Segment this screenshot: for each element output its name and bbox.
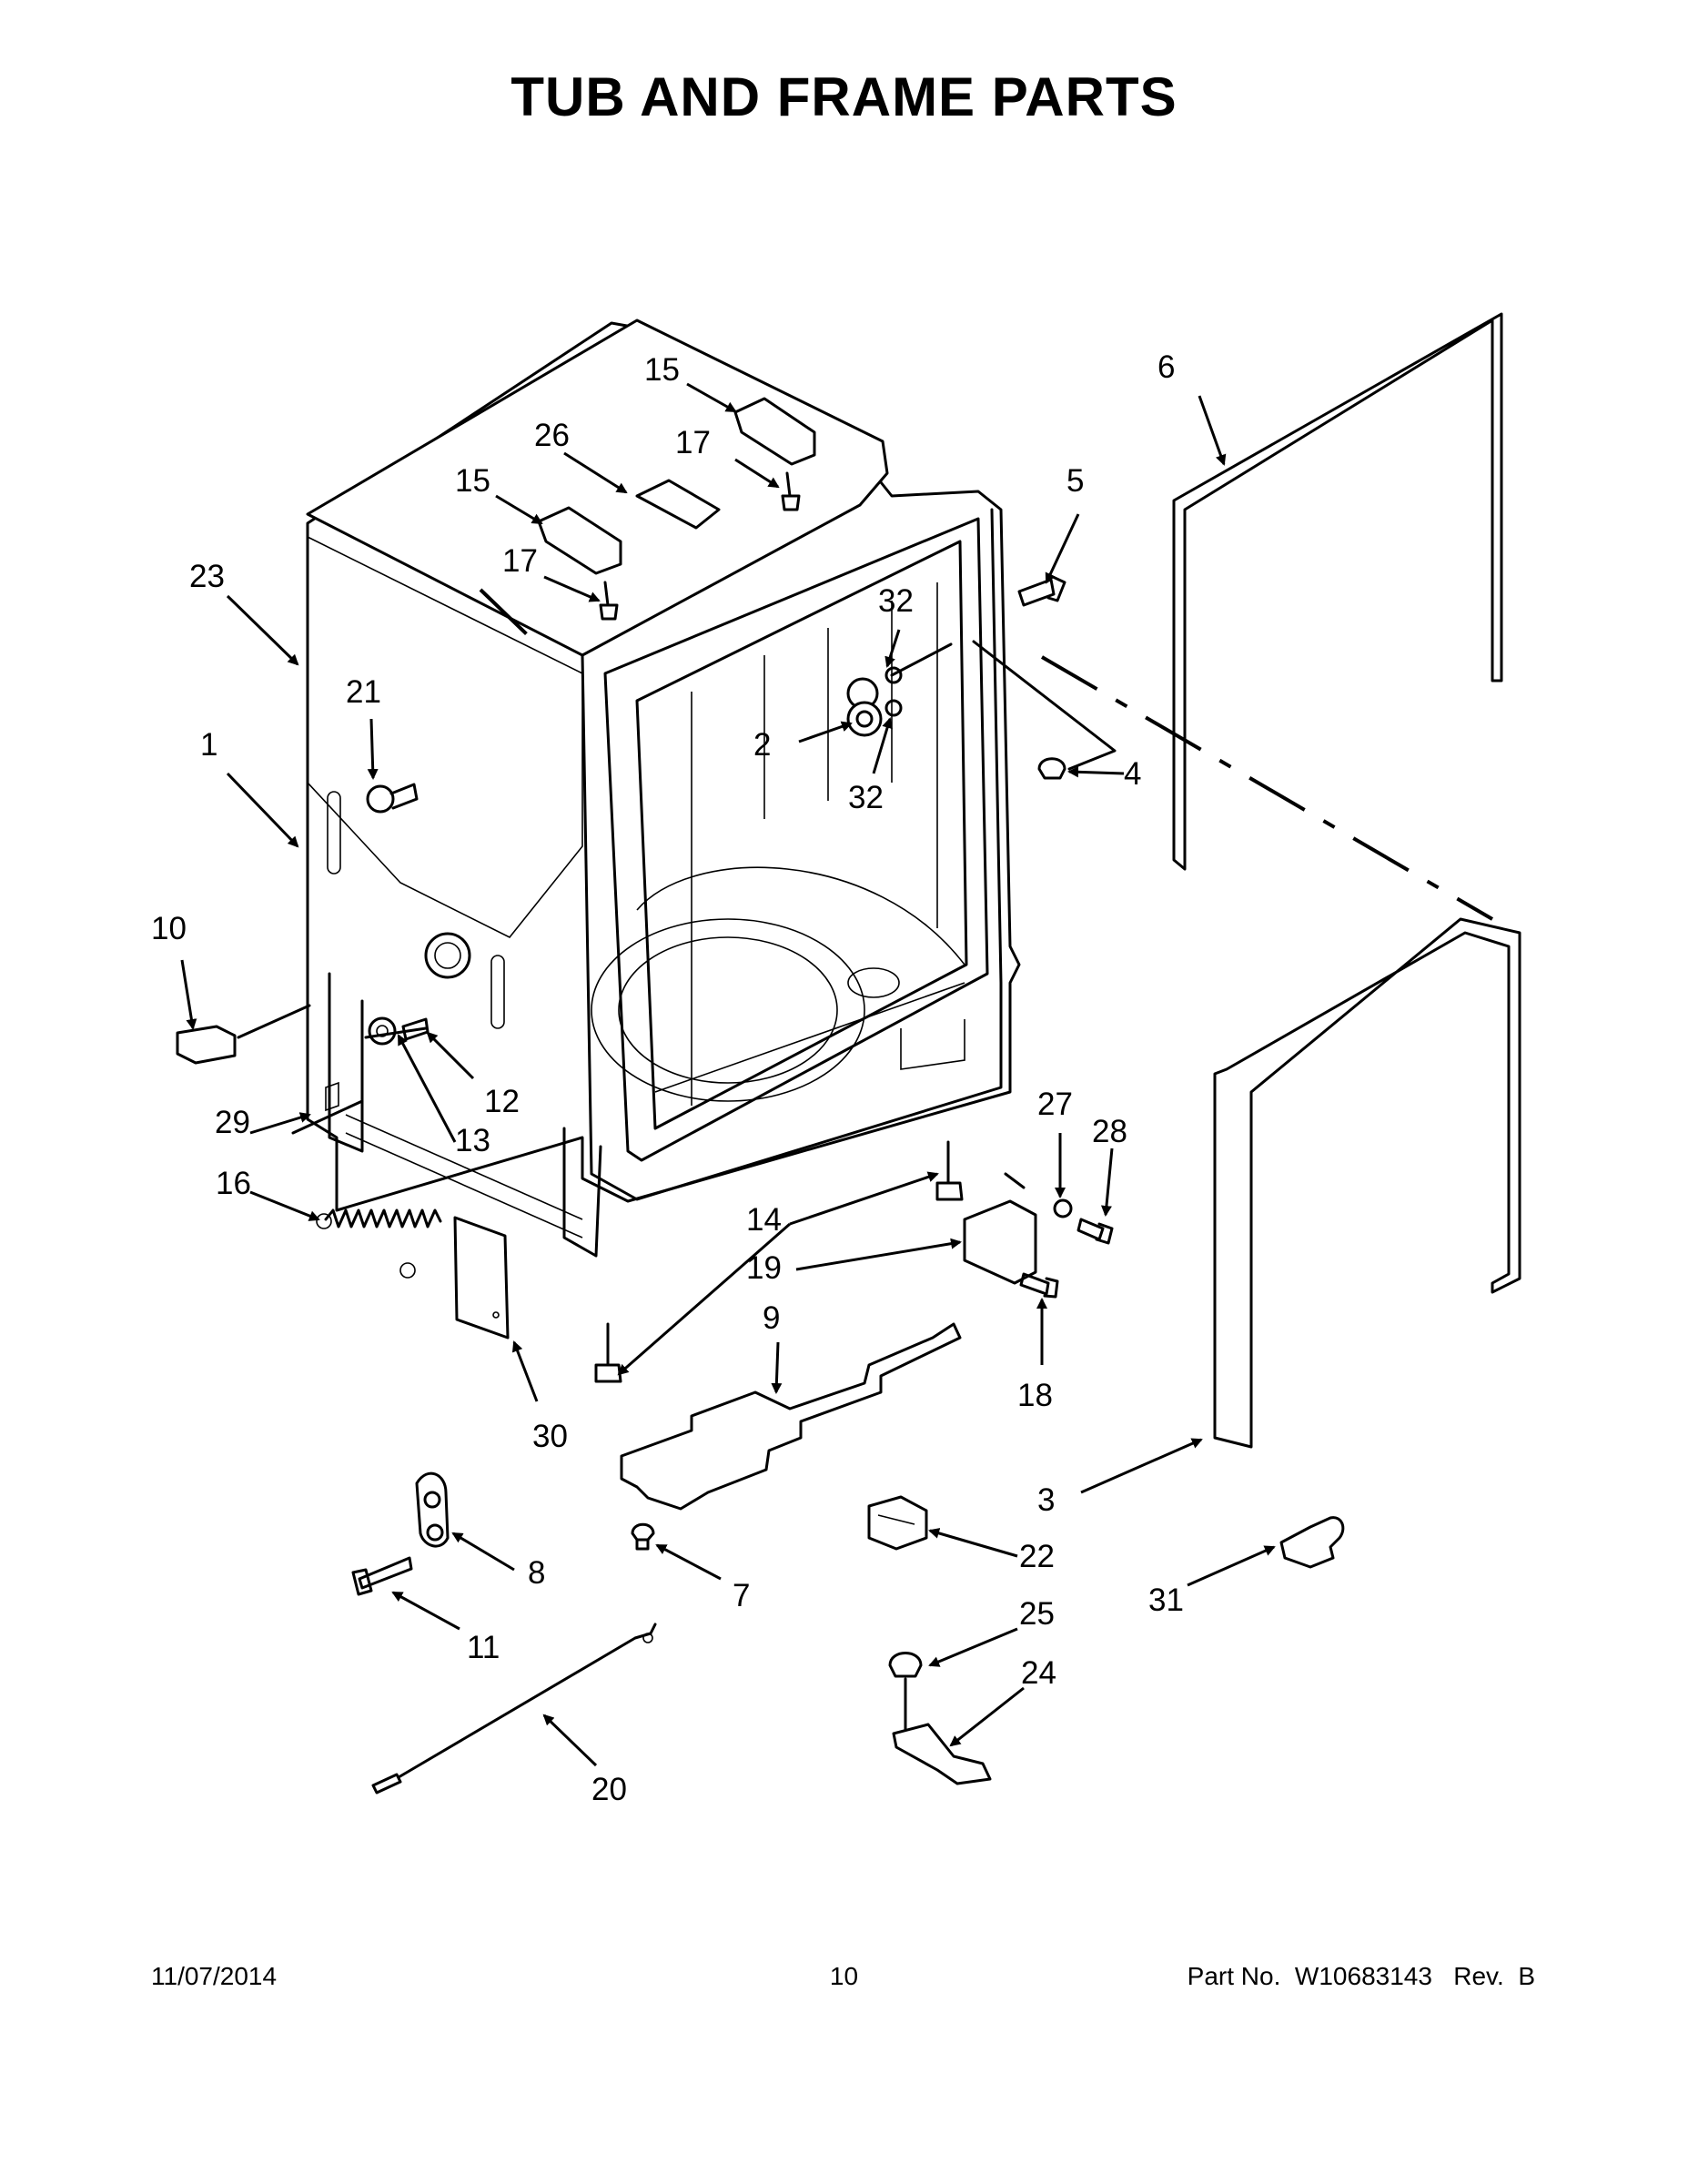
footer-page-number: 10 bbox=[829, 1962, 859, 1990]
hinge-bracket-top-drawing bbox=[733, 397, 816, 466]
washer-27-drawing bbox=[1053, 1198, 1073, 1218]
part-10-drawing bbox=[176, 1025, 237, 1065]
callout-18: 18 bbox=[1017, 1378, 1053, 1413]
spring-16-drawing bbox=[316, 1208, 442, 1279]
callout-25: 25 bbox=[1019, 1596, 1055, 1632]
clip-7-drawing bbox=[631, 1522, 655, 1551]
callout-3: 3 bbox=[1037, 1482, 1055, 1518]
footer-date: 11/07/2014 bbox=[151, 1962, 278, 1990]
hinge-bracket-left-drawing bbox=[537, 506, 622, 575]
cable-20-drawing bbox=[371, 1623, 657, 1795]
callouts: 1 2 3 4 5 6 7 8 9 10 11 12 13 14 15 15 1… bbox=[151, 349, 1184, 1807]
tub-drawing bbox=[306, 318, 1021, 1258]
screw-28-drawing bbox=[1076, 1218, 1114, 1245]
part-22-drawing bbox=[867, 1495, 928, 1551]
screw-17-top-drawing bbox=[781, 471, 801, 511]
callout-15-left: 15 bbox=[455, 463, 490, 499]
part-31-drawing bbox=[1279, 1516, 1345, 1569]
assembly-lines bbox=[237, 588, 1494, 1189]
callout-11: 11 bbox=[467, 1630, 500, 1665]
screw-11-drawing bbox=[351, 1556, 413, 1596]
callout-20: 20 bbox=[591, 1772, 627, 1807]
screw-17-left-drawing bbox=[599, 581, 619, 621]
bracket-24-drawing bbox=[892, 1677, 992, 1785]
callout-26: 26 bbox=[534, 418, 570, 453]
washer-32-bottom-drawing bbox=[884, 699, 903, 717]
callout-31: 31 bbox=[1148, 1582, 1184, 1618]
door-gasket-side-drawing bbox=[1172, 312, 1503, 871]
screw-18-drawing bbox=[1019, 1272, 1059, 1299]
callout-2: 2 bbox=[753, 727, 771, 763]
callout-9: 9 bbox=[763, 1300, 780, 1336]
washer-13-drawing bbox=[368, 1016, 397, 1046]
callout-29: 29 bbox=[215, 1105, 250, 1140]
callout-22: 22 bbox=[1019, 1539, 1055, 1574]
callout-32-bottom: 32 bbox=[848, 780, 884, 815]
callout-15-top: 15 bbox=[644, 352, 680, 388]
callout-32-top: 32 bbox=[878, 583, 914, 619]
callout-17-top: 17 bbox=[675, 425, 711, 460]
strike-drawing bbox=[635, 479, 721, 530]
callout-21: 21 bbox=[346, 674, 381, 710]
callout-8: 8 bbox=[528, 1555, 545, 1591]
callout-27: 27 bbox=[1037, 1087, 1073, 1122]
callout-10: 10 bbox=[151, 911, 187, 946]
vent-assembly-drawing bbox=[846, 677, 883, 737]
bracket-19-drawing bbox=[963, 1199, 1037, 1285]
leveling-leg-left-drawing bbox=[594, 1322, 622, 1383]
callout-7: 7 bbox=[733, 1578, 750, 1613]
bracket-8-drawing bbox=[415, 1471, 450, 1548]
callout-28: 28 bbox=[1092, 1114, 1127, 1149]
callout-30: 30 bbox=[532, 1419, 568, 1454]
part-25-drawing bbox=[888, 1652, 923, 1678]
callout-5: 5 bbox=[1066, 463, 1084, 499]
callout-4: 4 bbox=[1124, 756, 1141, 792]
callout-17-left: 17 bbox=[502, 543, 538, 579]
toe-panel-9-drawing bbox=[620, 1322, 962, 1511]
callout-13: 13 bbox=[455, 1123, 490, 1158]
leader-lines bbox=[180, 382, 1276, 1767]
label-30-drawing bbox=[453, 1216, 510, 1340]
cap-4-drawing bbox=[1037, 757, 1066, 780]
callout-6: 6 bbox=[1157, 349, 1175, 385]
callout-19: 19 bbox=[746, 1250, 782, 1286]
callout-23: 23 bbox=[189, 559, 225, 594]
callout-14: 14 bbox=[746, 1202, 782, 1238]
part-29-drawing bbox=[325, 1081, 339, 1112]
callout-16: 16 bbox=[216, 1166, 251, 1201]
plug-21-drawing bbox=[366, 783, 419, 814]
page-title: TUB AND FRAME PARTS bbox=[510, 66, 1178, 127]
callout-12: 12 bbox=[484, 1084, 520, 1119]
washer-32-top-drawing bbox=[884, 666, 903, 684]
door-gasket-bottom-drawing bbox=[1213, 917, 1521, 1449]
footer-part-number: Part No. W10683143 Rev. B bbox=[1187, 1962, 1535, 1990]
leveling-leg-right-drawing bbox=[935, 1140, 964, 1201]
screw-5-drawing bbox=[1017, 574, 1066, 607]
callout-1: 1 bbox=[200, 727, 217, 763]
callout-24: 24 bbox=[1021, 1655, 1056, 1691]
